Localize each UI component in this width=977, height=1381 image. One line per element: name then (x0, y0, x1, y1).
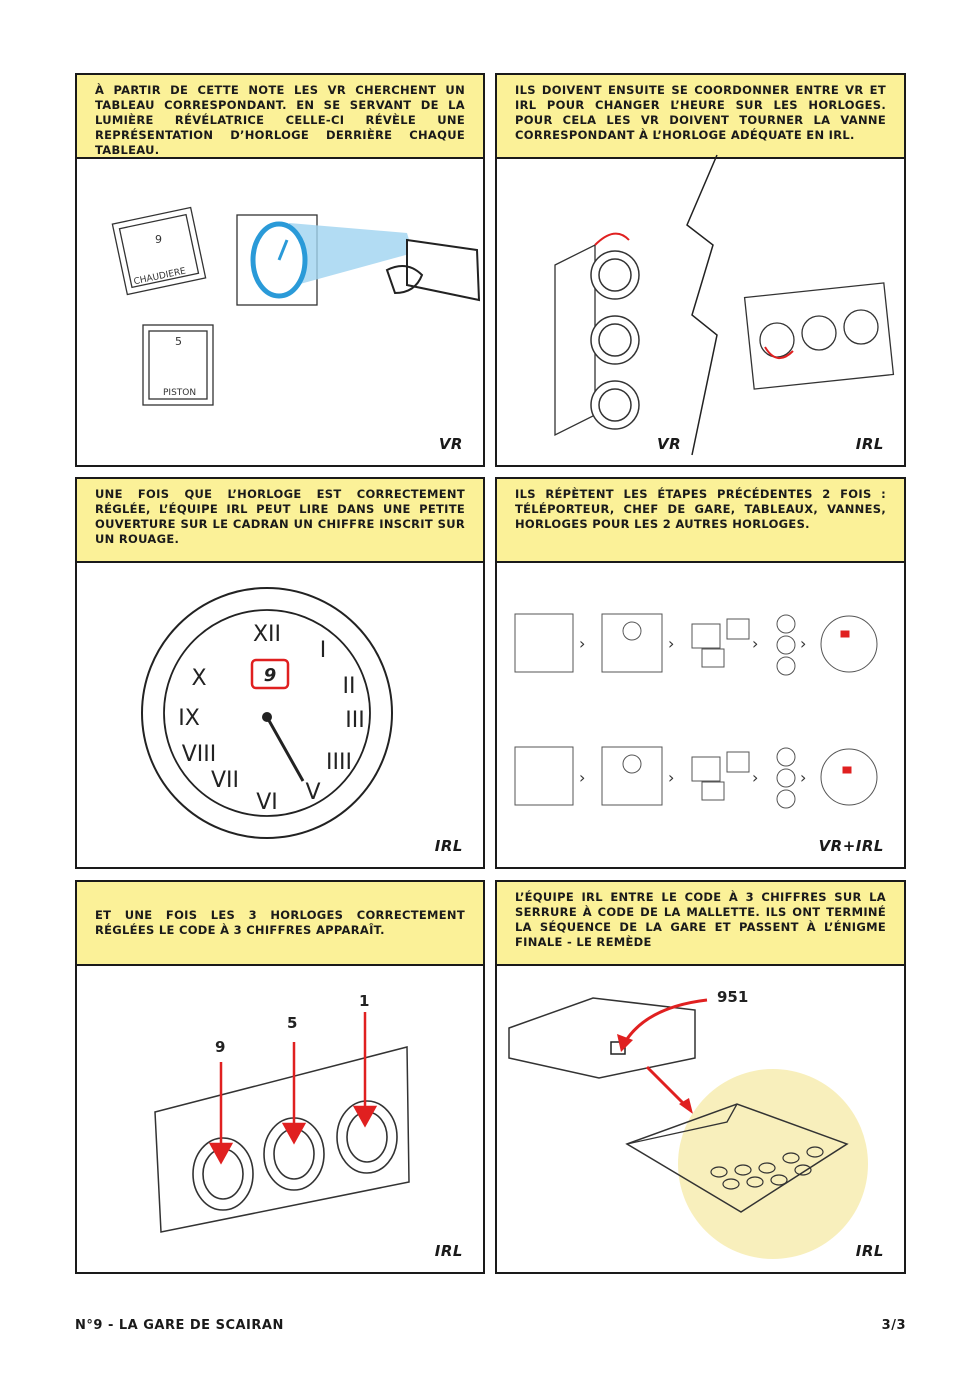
numeral-vi: VI (256, 790, 278, 815)
svg-text:›: › (579, 634, 585, 653)
svg-text:›: › (579, 768, 585, 787)
panel-5: Et une fois les 3 horloges correctement … (75, 880, 485, 1274)
open-case-icon (625, 1103, 849, 1213)
panel-6-tag: IRL (855, 1242, 884, 1260)
panel-4: Ils répètent les étapes précédentes 2 fo… (495, 477, 906, 869)
panel-3-tag: IRL (434, 837, 463, 855)
panel-4-illustration: › › › › › › › › (514, 613, 878, 809)
panel-4-tag: VR+IRL (818, 837, 884, 855)
panel-6-caption: L’équipe IRL entre le code à 3 chiffres … (497, 882, 904, 966)
numeral-iii: III (345, 708, 364, 733)
numeral-x: X (191, 666, 206, 691)
panel-1: à partir de cette note les VR cherchent … (75, 73, 485, 467)
numeral-vii: VII (211, 768, 239, 793)
numeral-v: V (305, 780, 320, 805)
panel-4-caption: Ils répètent les étapes précédentes 2 fo… (497, 479, 904, 563)
valve-icons (590, 250, 640, 430)
numeral-ix: IX (178, 706, 200, 731)
flashlight-hand-icon (385, 238, 481, 302)
svg-text:›: › (668, 634, 674, 653)
footer-page-number: 3/3 (881, 1318, 906, 1333)
sequence-row-2: › › › › (514, 746, 878, 809)
clock-hand (265, 716, 305, 782)
code-digit-2: 5 (287, 1014, 297, 1032)
panel-3-illustration: XII I II III IIII V VI VII VIII IX X 9 (141, 587, 393, 839)
code-digit-3: 1 (359, 992, 369, 1010)
footer-title: N°9 - La gare de Scairan (75, 1318, 284, 1333)
light-beam (289, 223, 413, 287)
panel-5-caption: Et une fois les 3 horloges correctement … (77, 882, 483, 966)
svg-text:›: › (752, 634, 758, 653)
panel-1-tag: VR (438, 435, 463, 453)
panel-1-caption: à partir de cette note les VR cherchent … (77, 75, 483, 159)
numeral-iiii: IIII (326, 750, 352, 775)
svg-text:›: › (800, 768, 806, 787)
numeral-i: I (320, 638, 327, 663)
panel-2-tag: IRL (855, 435, 884, 453)
panel-2-caption: Ils doivent ensuite se coordonner entre … (497, 75, 904, 159)
panel-6-illustration: 951 (508, 988, 868, 1259)
panel-3: Une fois que l’horloge est correctement … (75, 477, 485, 869)
numeral-xii: XII (253, 622, 281, 647)
frame1-number: 9 (155, 233, 162, 246)
panel-2: Ils doivent ensuite se coordonner entre … (495, 73, 906, 467)
numeral-viii: VIII (182, 742, 217, 767)
panel-1-illustration: 9 CHAUDIERE 5 PISTON (111, 206, 481, 406)
digit-window (250, 658, 290, 690)
numeral-ii: II (343, 674, 356, 699)
code-digit-1: 9 (215, 1038, 225, 1056)
panel-2-illustration (554, 154, 895, 456)
panel-6-caption-text: L’équipe IRL entre le code à 3 chiffres … (515, 890, 886, 949)
digit-window-number: 9 (264, 665, 277, 686)
sequence-row-1: › › › › (514, 613, 878, 676)
svg-text:›: › (668, 768, 674, 787)
panel-5-tag: IRL (434, 1242, 463, 1260)
panel-5-illustration: 9 5 1 (154, 992, 410, 1233)
panel-2-tag-left: VR (657, 435, 682, 453)
code-label: 951 (717, 988, 748, 1006)
svg-text:›: › (800, 634, 806, 653)
frame2-number: 5 (175, 335, 182, 348)
svg-text:›: › (752, 768, 758, 787)
frame2-word: PISTON (163, 388, 196, 398)
panel-6-caption-bold: le remède (576, 935, 652, 949)
panel-3-caption: Une fois que l’horloge est correctement … (77, 479, 483, 563)
clock-numerals: XII I II III IIII V VI VII VIII IX X (178, 622, 365, 815)
split-line (686, 154, 718, 456)
panel-6: L’équipe IRL entre le code à 3 chiffres … (495, 880, 906, 1274)
